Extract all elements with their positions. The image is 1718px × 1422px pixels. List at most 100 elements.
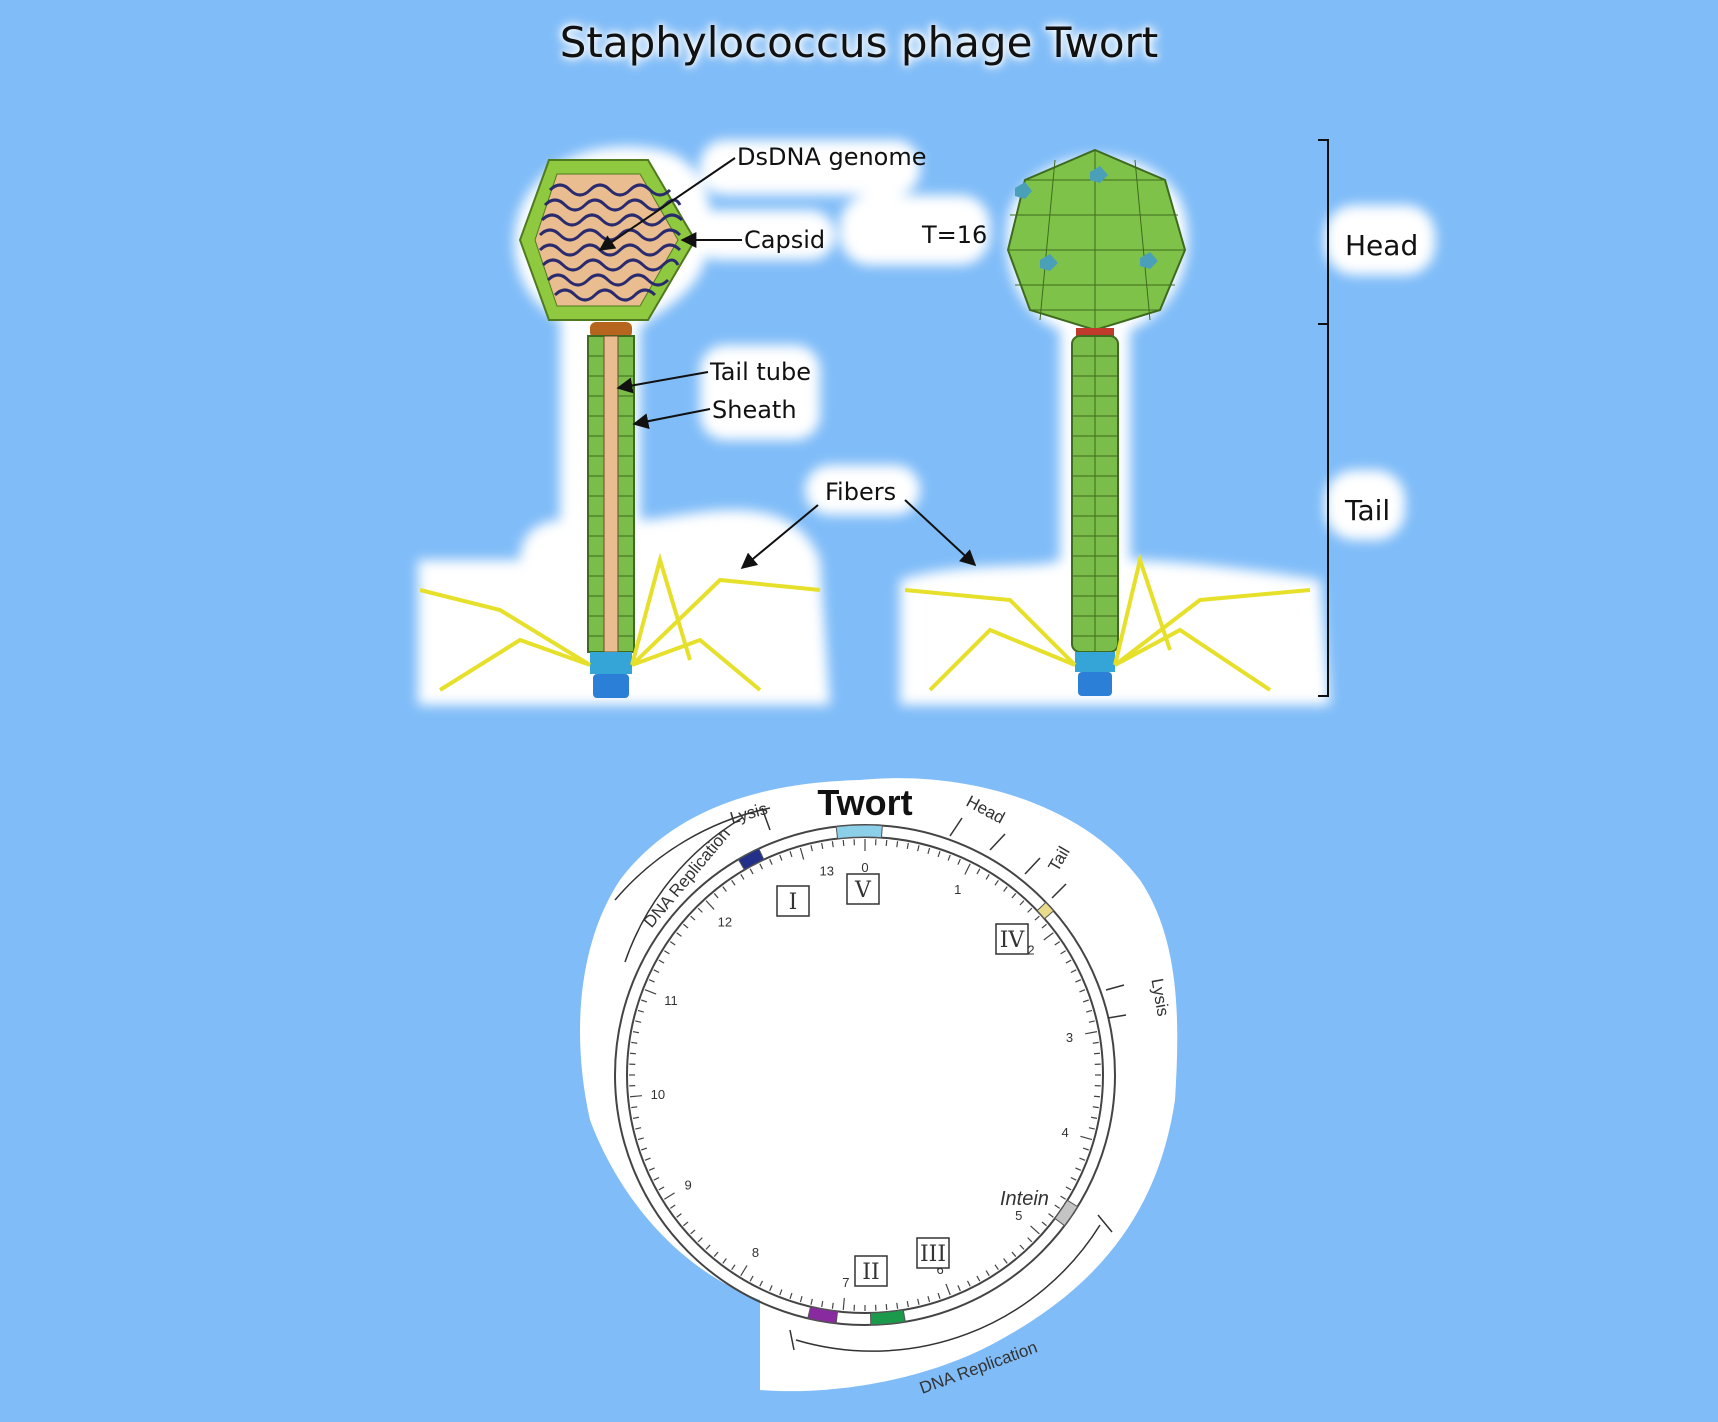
scale-number: 7 xyxy=(842,1275,849,1290)
label-tail: Tail xyxy=(1344,494,1390,527)
genome-tick xyxy=(896,841,899,848)
genome-tick xyxy=(779,1289,783,1296)
genome-tick xyxy=(1079,989,1086,993)
collar xyxy=(590,322,632,338)
scale-number: 11 xyxy=(664,993,678,1008)
genome-tick xyxy=(644,1157,651,1161)
genome-segment xyxy=(737,848,765,871)
genome-segment xyxy=(1036,901,1055,920)
genome-tick xyxy=(947,854,951,861)
region-intein: Intein xyxy=(1000,1188,1049,1210)
genome-tick xyxy=(705,1244,711,1250)
genome-tick xyxy=(713,893,719,899)
genome-tick xyxy=(810,1298,813,1305)
genome-tick xyxy=(629,1052,637,1055)
genome-tick xyxy=(896,1302,899,1309)
genome-tick xyxy=(1082,999,1089,1003)
genome-tick xyxy=(731,879,736,886)
module-box xyxy=(846,873,880,905)
genome-tick xyxy=(653,1176,660,1181)
genome-tick xyxy=(985,1270,990,1276)
label-fibers: Fibers xyxy=(825,478,896,506)
genome-ticks xyxy=(629,839,1101,1311)
module-box-label: I xyxy=(789,890,798,915)
genome-tick xyxy=(705,900,715,910)
genome-tick xyxy=(1093,1052,1101,1055)
genome-tick xyxy=(994,1264,999,1271)
genome-tick xyxy=(906,1300,909,1308)
genome-tick xyxy=(1011,1251,1017,1257)
exterior-tail-fibers xyxy=(904,552,1311,692)
genome-tick xyxy=(1088,1020,1095,1023)
genome-tick xyxy=(957,1285,961,1292)
genome-tick xyxy=(1054,1204,1061,1209)
module-box-label: III xyxy=(920,1242,946,1267)
genome-tick xyxy=(676,932,682,937)
genome-name: Twort xyxy=(817,782,912,823)
label-capsid: Capsid xyxy=(744,226,825,254)
scale-number: 3 xyxy=(1066,1030,1073,1045)
genome-tick xyxy=(1060,1195,1066,1200)
genome-tick xyxy=(1054,941,1061,946)
genome-tick xyxy=(664,1192,675,1200)
genome-tick xyxy=(759,1280,764,1287)
label-tail-tube: Tail tube xyxy=(709,358,811,386)
genome-tick xyxy=(964,863,971,875)
genome-tick xyxy=(1030,1225,1040,1235)
genome-tick xyxy=(1003,886,1008,892)
genome-tick xyxy=(1027,907,1033,913)
exterior-baseplate xyxy=(1075,652,1115,672)
genome-tick xyxy=(676,1213,682,1218)
genome-tick xyxy=(713,1251,719,1257)
genome-segments xyxy=(737,824,1079,1326)
baseplate xyxy=(590,652,632,674)
genome-tick xyxy=(1092,1106,1099,1109)
module-box xyxy=(776,885,810,917)
genome-tick xyxy=(740,1265,748,1276)
head-tail-bracket xyxy=(1318,139,1329,697)
genome-tick xyxy=(821,1300,824,1308)
scale-number: 1 xyxy=(954,882,961,897)
genome-tick xyxy=(1093,1095,1101,1098)
label-t-number: T=16 xyxy=(921,221,987,249)
genome-tick xyxy=(690,915,696,921)
genome-tick xyxy=(1086,1009,1093,1013)
genome-tick xyxy=(927,1296,931,1303)
genome-tick xyxy=(966,1280,971,1287)
exterior-collar xyxy=(1076,328,1114,336)
genome-tick xyxy=(641,999,648,1003)
genome-tick xyxy=(664,950,670,955)
genome-tick xyxy=(1065,959,1072,964)
genome-tick xyxy=(697,907,703,913)
annotation-arrows xyxy=(598,157,977,570)
genome-tick xyxy=(985,874,990,880)
genome-tick xyxy=(1011,893,1017,899)
genome-tick xyxy=(697,1237,703,1243)
tail-fibers xyxy=(419,552,821,692)
genome-tick xyxy=(789,851,793,858)
genome-tick xyxy=(1070,1176,1077,1181)
genome-tick xyxy=(831,841,834,848)
genome-tick xyxy=(629,1095,643,1098)
genome-tick xyxy=(722,1258,727,1264)
scale-number: 9 xyxy=(685,1177,692,1192)
genome-tick xyxy=(1065,1186,1072,1191)
genome-tick xyxy=(1070,969,1077,974)
genome-tick xyxy=(1092,1041,1099,1044)
genome-segment xyxy=(807,1306,839,1324)
genome-tick xyxy=(1034,915,1040,921)
module-box-label: IV xyxy=(1000,928,1026,953)
genome-tick xyxy=(937,851,941,858)
scale-number: 5 xyxy=(1015,1208,1022,1223)
genome-tick xyxy=(635,1127,642,1130)
genome-tick xyxy=(945,1283,951,1296)
scale-number: 10 xyxy=(651,1087,665,1102)
genome-tick xyxy=(731,1264,736,1271)
genome-tick xyxy=(842,839,845,847)
genome-tick xyxy=(789,1292,793,1299)
dna-genome xyxy=(538,183,684,302)
module-box xyxy=(995,923,1029,955)
genome-tick xyxy=(821,842,824,850)
genome-tick xyxy=(648,979,655,983)
genome-segment xyxy=(835,824,883,840)
